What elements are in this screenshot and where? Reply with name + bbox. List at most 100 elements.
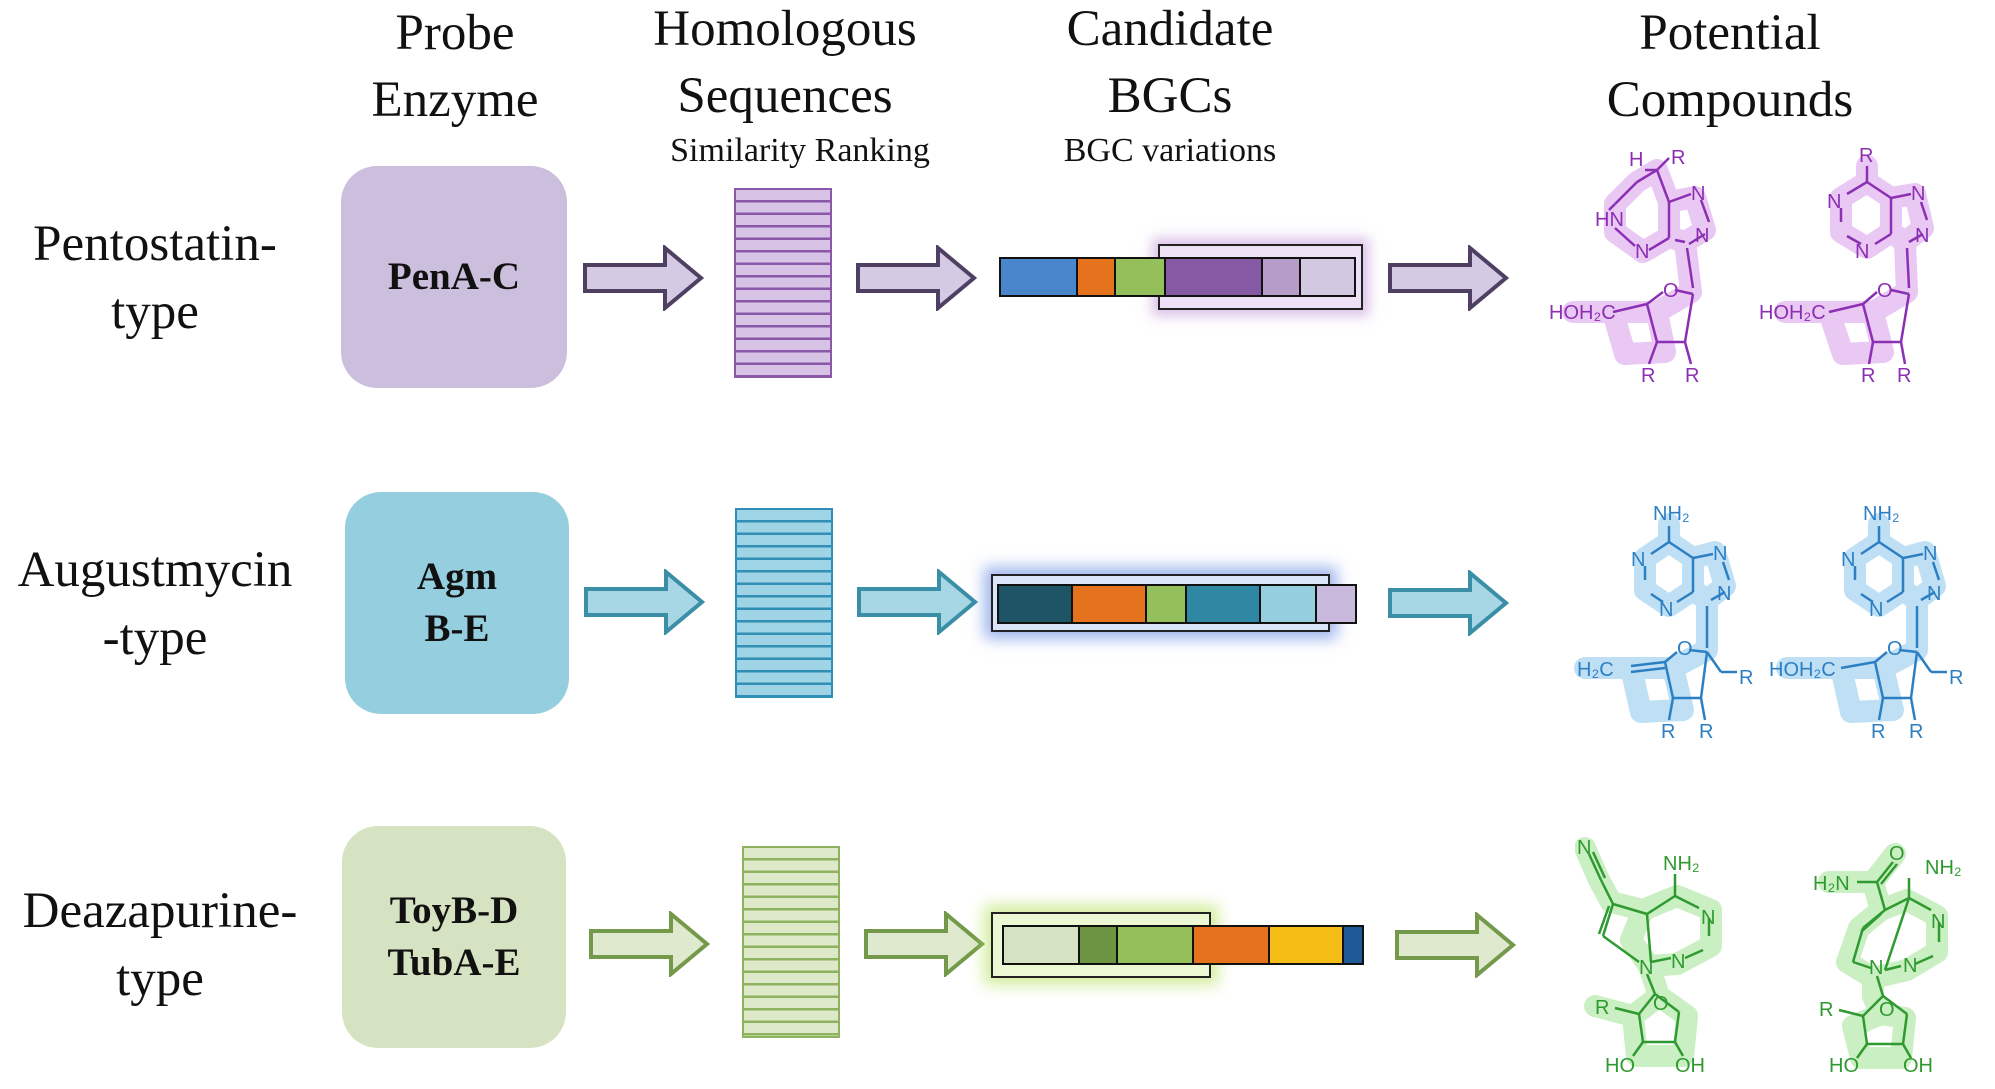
row-label-augustmycin-line1: Augustmycin: [17, 542, 293, 598]
arrow-probe-to-sequences-deazapurine: [589, 911, 711, 977]
atom-label: N: [1713, 543, 1727, 565]
bgc-gene-segment: [1080, 927, 1118, 963]
molecule-augustmycin-1: NH₂ N N N N O H₂C R R R: [1574, 503, 1753, 743]
atom-label: R: [1739, 667, 1753, 689]
atom-label: N: [1841, 549, 1855, 571]
bgc-gene-segment: [1194, 927, 1270, 963]
bgc-gene-segment: [1078, 259, 1116, 295]
arrow-probe-to-sequences-augustmycin: [584, 569, 706, 635]
atom-label: O: [1653, 993, 1669, 1015]
arrow-bgc-to-compounds-augustmycin: [1388, 570, 1510, 636]
atom-label: O: [1887, 638, 1903, 660]
arrow-sequences-to-bgc-augustmycin: [857, 569, 979, 635]
bgc-gene-segment: [1004, 927, 1080, 963]
atom-label: R: [1871, 721, 1885, 743]
row-label-augustmycin-line2: -type: [102, 610, 208, 666]
header-potential-line1: Potential: [1639, 5, 1821, 61]
atom-label: N: [1827, 191, 1841, 213]
atom-label: R: [1909, 721, 1923, 743]
arrow-bgc-to-compounds-pentostatin: [1388, 245, 1510, 311]
probe-enzyme-box-pentostatin: PenA-C: [341, 166, 567, 388]
probe-enzyme-name-line1: ToyB-D: [389, 889, 519, 932]
header-candidate-bgcs: Candidate BGCs: [1020, 0, 1320, 130]
atom-label: R: [1819, 999, 1833, 1021]
atom-label: R: [1897, 365, 1911, 387]
atom-label: HOH₂C: [1759, 302, 1826, 324]
bgc-gene-segment: [1301, 259, 1354, 295]
header-probe-line2: Enzyme: [371, 72, 539, 128]
molecule-augustmycin-2: NH₂ N N N N O HOH₂C R R R: [1769, 503, 1963, 743]
row-label-pentostatin-line1: Pentostatin-: [33, 216, 277, 272]
atom-label: O: [1877, 280, 1893, 302]
bgc-gene-segment: [1073, 586, 1147, 622]
probe-enzyme-name-line2: B-E: [424, 607, 490, 650]
bgc-gene-segment: [1001, 259, 1078, 295]
row-label-deazapurine-line1: Deazapurine-: [22, 883, 298, 939]
atom-label: OH: [1903, 1055, 1933, 1077]
atom-label: NH₂: [1925, 857, 1962, 879]
atom-label: HO: [1605, 1055, 1635, 1077]
arrow-probe-to-sequences-pentostatin: [583, 245, 705, 311]
header-homologous-line1: Homologous: [653, 1, 917, 57]
header-similarity-ranking: Similarity Ranking: [670, 132, 930, 169]
arrow-bgc-to-compounds-deazapurine: [1395, 912, 1517, 978]
atom-label: N: [1717, 583, 1731, 605]
atom-label: R: [1685, 365, 1699, 387]
atom-label: H₂C: [1577, 659, 1614, 681]
row-label-deazapurine-line2: type: [116, 951, 204, 1007]
header-potential-compounds: Potential Compounds: [1560, 0, 1900, 134]
row-label-pentostatin: Pentostatin- type: [5, 210, 305, 346]
atom-label: R: [1641, 365, 1655, 387]
bgc-cluster-deazapurine: [1002, 925, 1364, 965]
atom-label: HN: [1595, 209, 1624, 231]
atom-label: OH: [1675, 1055, 1705, 1077]
probe-enzyme-box-augustmycin: Agm B-E: [345, 492, 569, 714]
header-homologous-sequences: Homologous Sequences: [620, 0, 950, 130]
atom-label: N: [1691, 183, 1705, 205]
homologous-sequence-stack-deazapurine: [742, 846, 840, 1038]
probe-enzyme-name-line2: TubA-E: [387, 941, 521, 984]
bgc-gene-segment: [1166, 259, 1263, 295]
atom-label: R: [1861, 365, 1875, 387]
bgc-gene-segment: [1344, 927, 1362, 963]
atom-label: N: [1927, 583, 1941, 605]
arrow-sequences-to-bgc-pentostatin: [856, 245, 978, 311]
atom-label: N: [1695, 225, 1709, 247]
atom-label: N: [1915, 225, 1929, 247]
atom-label: N: [1671, 951, 1685, 973]
atom-label: R: [1699, 721, 1713, 743]
atom-label: O: [1677, 638, 1693, 660]
atom-label: N: [1639, 957, 1653, 979]
atom-label: N: [1577, 837, 1591, 859]
row-label-augustmycin: Augustmycin -type: [0, 536, 310, 672]
molecule-deazapurine-2: O H₂N NH₂ N N N O R HO OH: [1813, 843, 1962, 1077]
homologous-sequence-stack-augustmycin: [735, 508, 833, 698]
atom-label: O: [1879, 999, 1895, 1021]
header-candidate-line1: Candidate: [1066, 1, 1274, 57]
bgc-gene-segment: [999, 586, 1073, 622]
atom-label: O: [1889, 843, 1905, 865]
header-bgc-variations: BGC variations: [1063, 132, 1277, 169]
bgc-gene-segment: [1317, 586, 1355, 622]
bgc-gene-segment: [1118, 927, 1194, 963]
probe-enzyme-name: PenA-C: [387, 255, 521, 298]
atom-label: HOH₂C: [1769, 659, 1836, 681]
arrow-sequences-to-bgc-deazapurine: [864, 911, 986, 977]
bgc-gene-segment: [1147, 586, 1187, 622]
row-label-deazapurine: Deazapurine- type: [5, 877, 315, 1013]
atom-label: NH₂: [1663, 853, 1700, 875]
probe-enzyme-box-deazapurine: ToyB-D TubA-E: [342, 826, 566, 1048]
atom-label: N: [1911, 183, 1925, 205]
atom-label: R: [1661, 721, 1675, 743]
bgc-gene-segment: [1263, 259, 1301, 295]
atom-label: N: [1701, 907, 1715, 929]
header-probe-line1: Probe: [395, 5, 515, 61]
molecule-pentostatin-1: H R HN N N N O HOH₂C R R: [1549, 147, 1716, 387]
probe-enzyme-name-line1: Agm: [416, 555, 498, 598]
atom-label: N: [1931, 911, 1945, 933]
bgc-gene-segment: [1270, 927, 1344, 963]
atom-label: HOH₂C: [1549, 302, 1616, 324]
atom-label: N: [1855, 241, 1869, 263]
header-candidate-line2: BGCs: [1107, 68, 1233, 124]
